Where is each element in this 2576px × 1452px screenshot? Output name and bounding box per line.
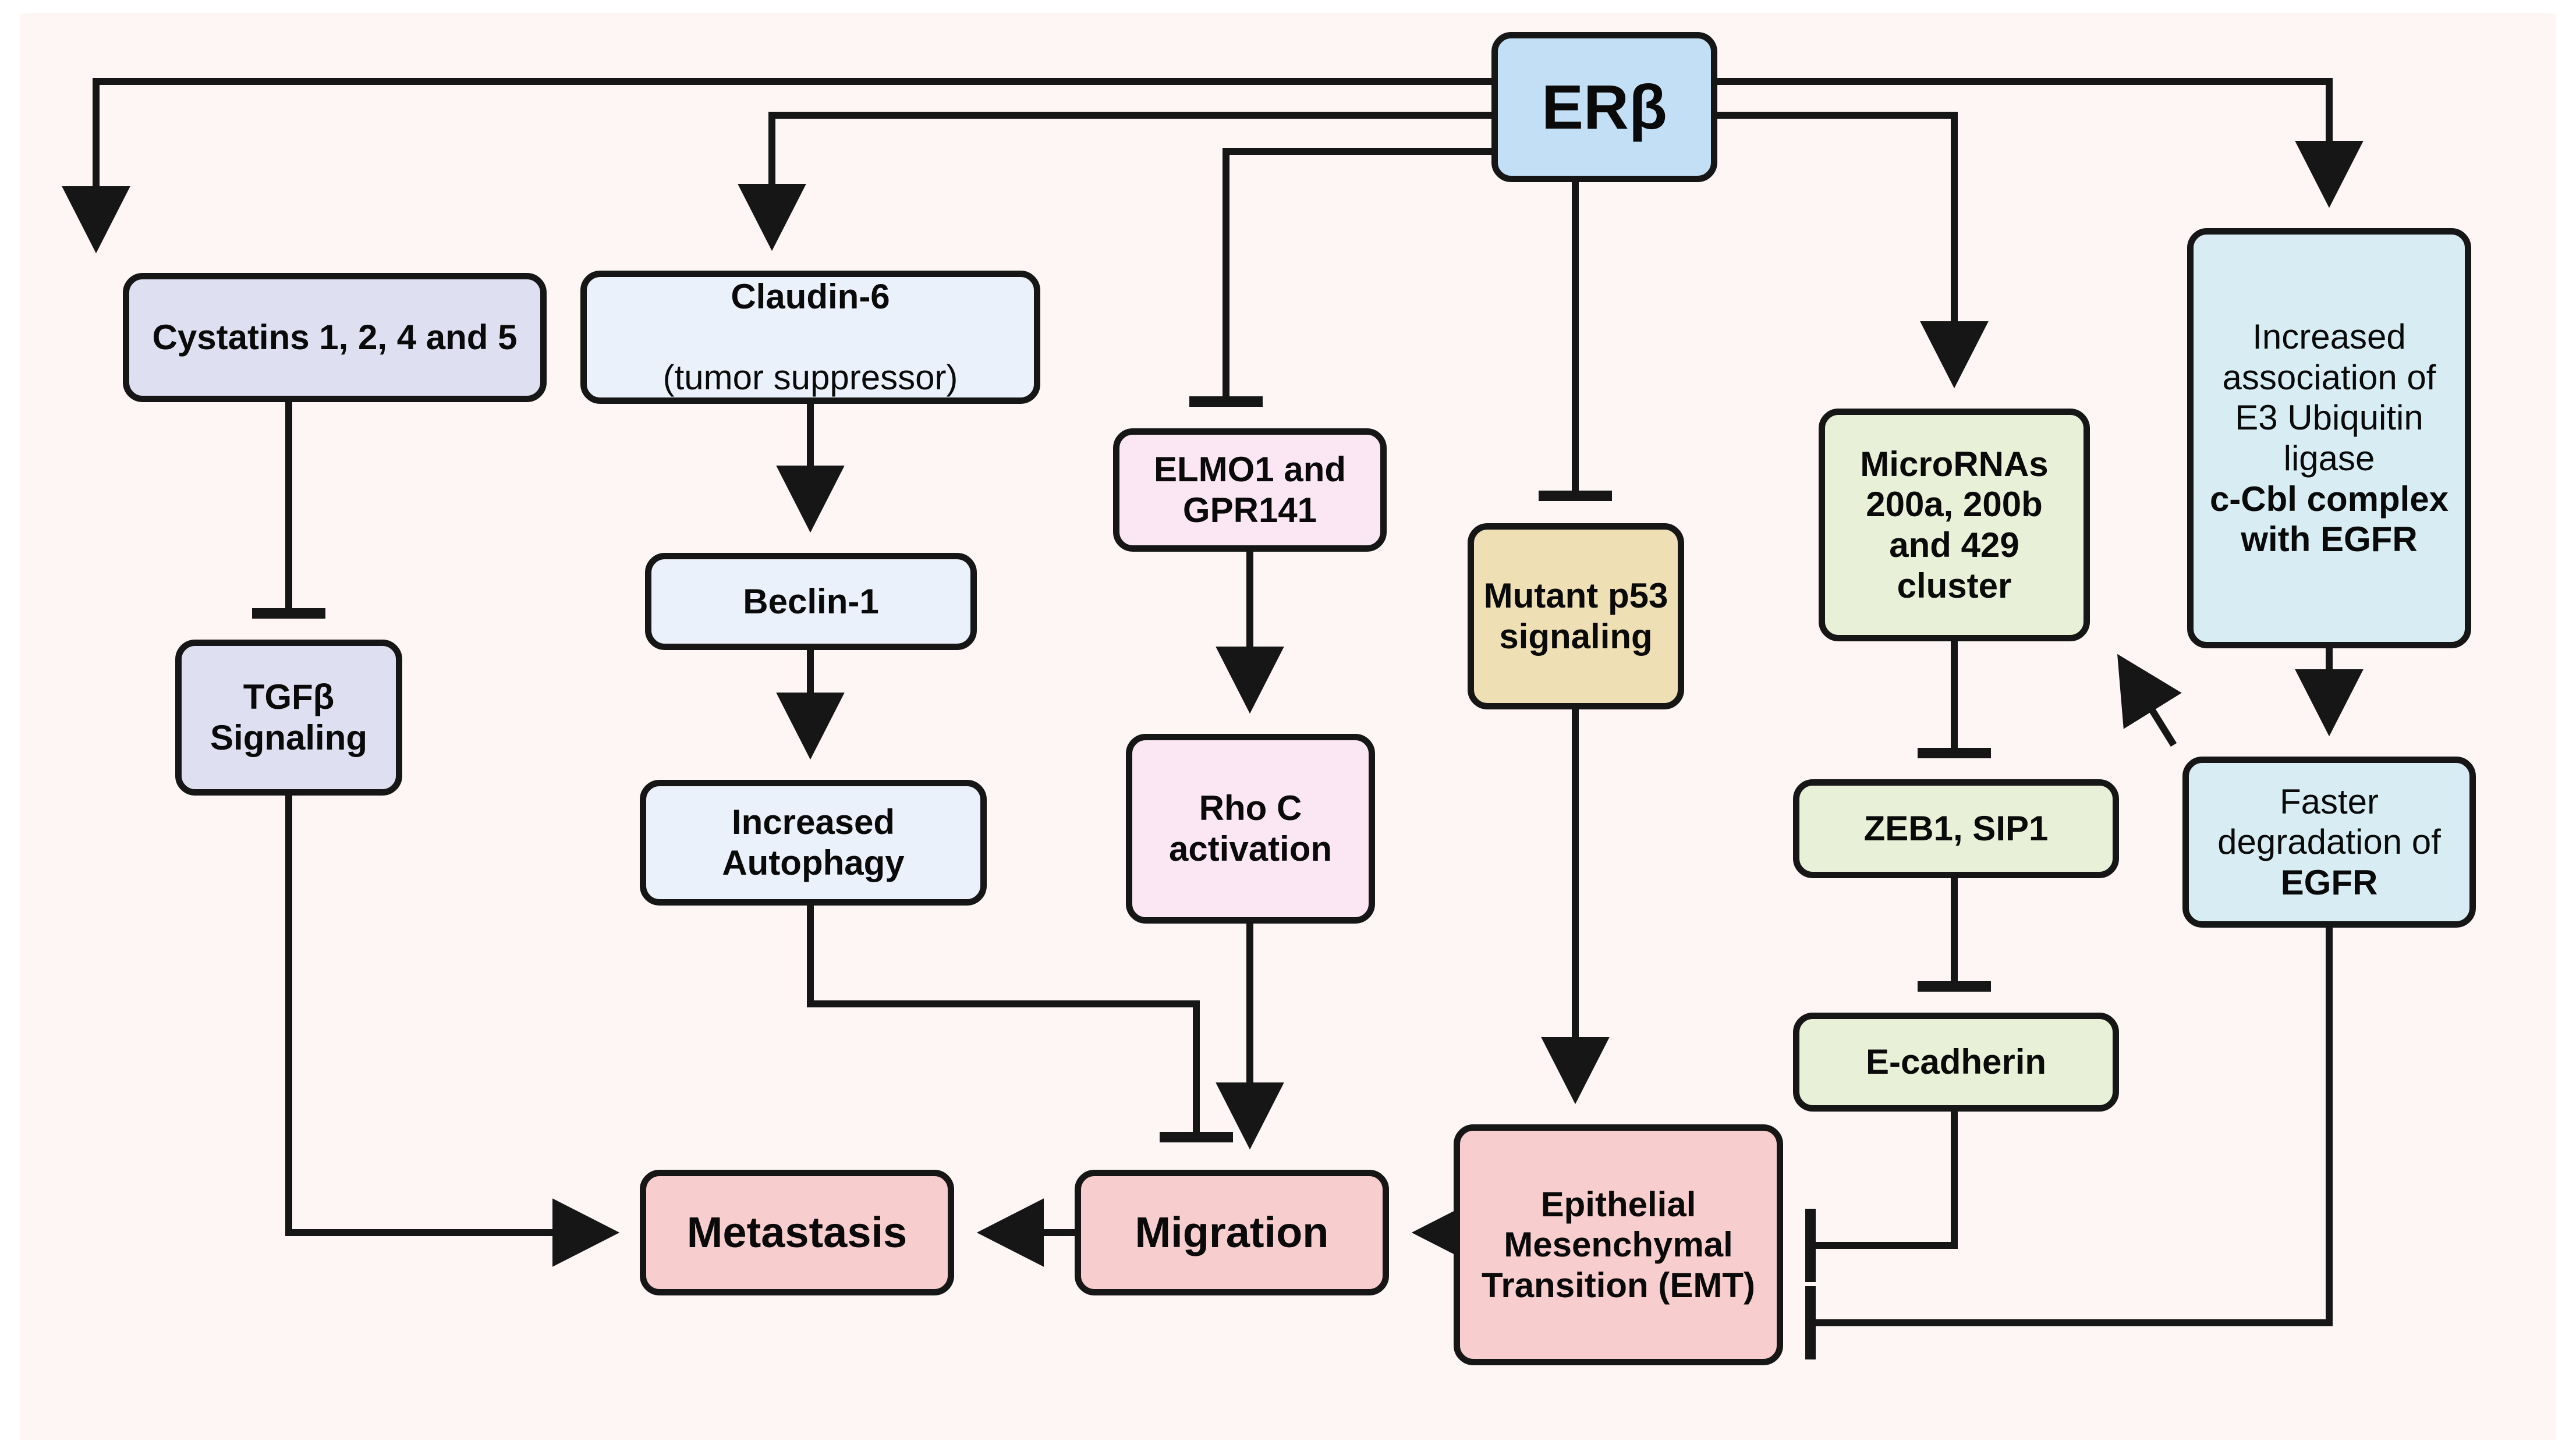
node-cystatins-label: Cystatins 1, 2, 4 and 5 — [152, 318, 518, 357]
node-emt[interactable]: Epithelial Mesenchymal Transition (EMT) — [1454, 1124, 1783, 1365]
node-tgfb-label: TGFβ Signaling — [210, 677, 367, 757]
node-p53-label: Mutant p53 signaling — [1483, 576, 1668, 656]
node-elmo1-label: ELMO1 and GPR141 — [1153, 450, 1347, 530]
diagram-canvas: ERβ Cystatins 1, 2, 4 and 5 TGFβ Signali… — [20, 13, 2556, 1440]
node-erb[interactable]: ERβ — [1491, 32, 1717, 182]
node-zeb1-label: ZEB1, SIP1 — [1863, 809, 2049, 849]
node-mirna-label: MicroRNAs 200a, 200b and 429 cluster — [1860, 444, 2049, 605]
edge-egfrdeg-mirna — [2117, 654, 2182, 747]
edge-erb-cystatins — [62, 78, 1491, 254]
node-e3-ubiquitin-label: Increased association of E3 Ubiquitin li… — [2222, 317, 2436, 478]
node-egfr-degradation-emphasis: EGFR — [2280, 862, 2378, 902]
edge-egfrdeg-emt — [1813, 928, 2333, 1326]
node-zeb1[interactable]: ZEB1, SIP1 — [1793, 779, 2119, 878]
node-claudin6-sublabel: (tumor suppressor) — [662, 358, 958, 397]
edge-erb-e3ub — [1717, 78, 2364, 208]
node-egfr-degradation[interactable]: Faster degradation of EGFR — [2182, 757, 2476, 928]
node-migration-label: Migration — [1135, 1208, 1329, 1257]
node-autophagy-label: Increased Autophagy — [722, 803, 905, 882]
node-emt-label: Epithelial Mesenchymal Transition (EMT) — [1482, 1184, 1755, 1305]
node-migration[interactable]: Migration — [1075, 1170, 1389, 1295]
node-autophagy[interactable]: Increased Autophagy — [640, 780, 987, 906]
node-p53[interactable]: Mutant p53 signaling — [1468, 523, 1684, 709]
node-egfr-degradation-label: Faster degradation of — [2217, 782, 2441, 862]
edge-erb-elmo1 — [1223, 148, 1491, 399]
edge-erb-claudin6 — [738, 112, 1491, 251]
node-metastasis[interactable]: Metastasis — [640, 1170, 954, 1295]
edge-tgfb-metastasis — [285, 796, 620, 1267]
node-tgfb[interactable]: TGFβ Signaling — [175, 640, 402, 796]
node-e3-ubiquitin-emphasis: c-Cbl complex with EGFR — [2209, 479, 2449, 559]
node-ecadherin[interactable]: E-cadherin — [1793, 1013, 2119, 1112]
node-beclin1-label: Beclin-1 — [743, 581, 879, 621]
node-mirna[interactable]: MicroRNAs 200a, 200b and 429 cluster — [1819, 409, 2090, 641]
node-elmo1[interactable]: ELMO1 and GPR141 — [1113, 428, 1387, 552]
edge-erb-mirna — [1717, 112, 1989, 389]
edge-autophagy-migration — [807, 906, 1200, 1135]
node-rhoc[interactable]: Rho C activation — [1126, 734, 1375, 924]
node-e3-ubiquitin[interactable]: Increased association of E3 Ubiquitin li… — [2187, 228, 2471, 648]
node-claudin6[interactable]: Claudin-6 (tumor suppressor) — [580, 271, 1040, 404]
edge-ecad-emt — [1813, 1112, 1958, 1249]
node-cystatins[interactable]: Cystatins 1, 2, 4 and 5 — [123, 273, 547, 402]
node-beclin1[interactable]: Beclin-1 — [645, 553, 977, 650]
node-claudin6-label: Claudin-6 — [731, 277, 890, 317]
edge-layer — [62, 78, 2364, 1359]
node-erb-label: ERβ — [1542, 72, 1667, 143]
node-rhoc-label: Rho C activation — [1168, 789, 1333, 868]
node-ecadherin-label: E-cadherin — [1865, 1042, 2047, 1082]
node-metastasis-label: Metastasis — [686, 1208, 908, 1257]
